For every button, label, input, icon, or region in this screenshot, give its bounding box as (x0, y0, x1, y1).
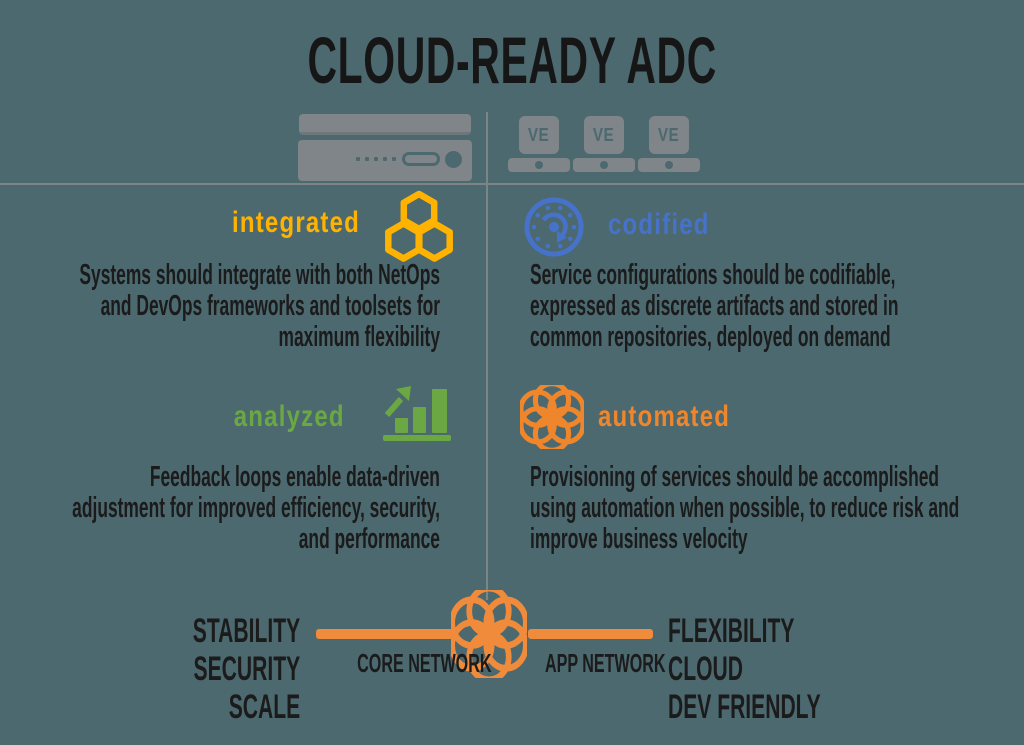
core-traits-list: STABILITY SECURITY SCALE (193, 612, 300, 726)
paragraph-line: using automation when possible, to reduc… (530, 492, 960, 524)
appliance-top-unit (299, 114, 471, 135)
trait-item: SECURITY (193, 650, 300, 688)
codified-paragraph: Service configurations should be codifia… (530, 260, 898, 353)
paragraph-line: Provisioning of services should be accom… (530, 461, 940, 493)
rosette-icon (451, 590, 527, 678)
paragraph-line: Feedback loops enable data-driven (149, 461, 440, 493)
paragraph-line: improve business velocity (530, 523, 748, 555)
rosette-icon (520, 385, 584, 449)
appliance-bottom-unit (298, 140, 472, 181)
virtual-edition-icon: VE (573, 116, 635, 172)
integrated-paragraph: Systems should integrate with both NetOp… (79, 260, 440, 353)
heading-analyzed: analyzed (234, 400, 345, 433)
paragraph-line: Systems should integrate with both NetOp… (79, 259, 440, 291)
ve-label: VE (593, 124, 615, 145)
ve-base (638, 158, 700, 172)
heading-codified: codified (608, 208, 710, 241)
core-network-label-wrap: CORE NETWORK (316, 648, 491, 679)
paragraph-line: Service configurations should be codifia… (530, 259, 896, 291)
app-network-label: APP NETWORK (544, 648, 666, 678)
core-network-bar (316, 629, 453, 639)
adc-appliance-icon (298, 114, 472, 181)
title-row: CLOUD-READY ADC (0, 22, 1024, 98)
bar-chart-growth-icon (383, 386, 451, 441)
config-loop-icon (524, 197, 584, 257)
automated-paragraph: Provisioning of services should be accom… (530, 462, 959, 555)
paragraph-line: and performance (298, 523, 440, 555)
trait-item: FLEXIBILITY (668, 612, 795, 650)
appliance-power-knob (445, 151, 462, 168)
hexagon-cluster-icon (385, 190, 453, 262)
heading-automated: automated (598, 400, 731, 433)
heading-integrated: integrated (231, 206, 360, 239)
ve-base (573, 158, 635, 172)
app-traits-list: FLEXIBILITY CLOUD DEV FRIENDLY (668, 612, 821, 726)
paragraph-line: and DevOps frameworks and toolsets for (100, 290, 440, 322)
analyzed-paragraph: Feedback loops enable data-driven adjust… (72, 462, 440, 555)
ve-label: VE (528, 124, 550, 145)
paragraph-line: common repositories, deployed on demand (530, 321, 891, 353)
paragraph-line: maximum flexibility (278, 321, 440, 353)
core-network-label: CORE NETWORK (357, 648, 492, 678)
trait-item: STABILITY (192, 612, 300, 650)
ve-monitor: VE (649, 116, 689, 154)
paragraph-line: expressed as discrete artifacts and stor… (530, 290, 899, 322)
ve-monitor: VE (519, 116, 559, 154)
ve-monitor: VE (584, 116, 624, 154)
app-network-bar (528, 629, 653, 639)
page-title: CLOUD-READY ADC (307, 23, 717, 97)
horizontal-divider (0, 183, 1024, 185)
trait-item: SCALE (228, 688, 300, 726)
virtual-edition-icon: VE (638, 116, 700, 172)
appliance-vent-dots (356, 157, 396, 161)
paragraph-line: adjustment for improved efficiency, secu… (72, 492, 440, 524)
app-network-label-wrap: APP NETWORK (508, 648, 666, 679)
trait-item: DEV FRIENDLY (668, 688, 821, 726)
appliance-drive-slot (402, 152, 440, 166)
trait-item: CLOUD (668, 650, 743, 688)
virtual-edition-icon: VE (508, 116, 570, 172)
ve-base (508, 158, 570, 172)
vertical-divider (486, 112, 488, 600)
ve-label: VE (658, 124, 680, 145)
